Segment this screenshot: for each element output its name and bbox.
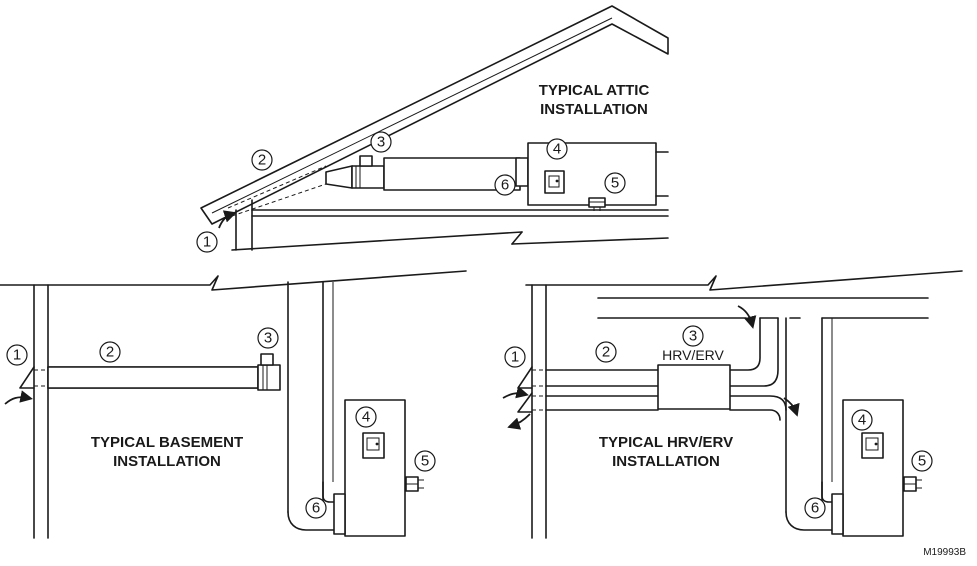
svg-text:4: 4 [362,409,370,426]
attic-callout-1: 1 [196,231,218,253]
basement-callout-2: 2 [99,341,121,363]
svg-text:5: 5 [421,453,429,470]
hrv-callout-2: 2 [595,341,617,363]
hrv-callout-1: 1 [504,346,526,368]
hrv-supply-arrow [737,305,757,329]
svg-text:1: 1 [13,347,21,364]
basement-title-line2: INSTALLATION [113,453,221,470]
basement-panel: TYPICAL BASEMENT INSTALLATION 1 2 3 4 5 … [0,270,467,539]
hrv-callout-5: 5 [911,450,933,472]
attic-title-line2: INSTALLATION [540,101,648,118]
figure-code: M19993B [923,547,966,558]
basement-inflow-arrow [4,390,33,405]
attic-damper-motor [588,197,606,211]
svg-text:6: 6 [501,177,509,194]
svg-text:1: 1 [511,349,519,366]
attic-callout-2: 2 [251,149,273,171]
attic-title-line1: TYPICAL ATTIC [539,82,650,99]
svg-text:2: 2 [258,152,266,169]
svg-text:3: 3 [264,330,272,347]
attic-callout-4: 4 [546,138,568,160]
svg-text:5: 5 [611,175,619,192]
attic-inflow-arrow [218,210,237,229]
attic-callout-5: 5 [604,172,626,194]
svg-text:5: 5 [918,453,926,470]
hrv-unit-label: HRV/ERV [662,347,724,363]
svg-text:2: 2 [602,344,610,361]
basement-wall-hood [19,366,48,389]
attic-roof [200,5,669,225]
basement-title-line1: TYPICAL BASEMENT [91,434,243,451]
hrv-outflow-arrow [507,413,531,430]
hrv-unit [657,364,731,410]
hrv-structure [525,270,963,539]
hrv-callout-6: 6 [804,497,826,519]
attic-callout-3: 3 [370,131,392,153]
attic-callout-6: 6 [494,174,516,196]
basement-structure [0,270,467,539]
svg-text:3: 3 [377,134,385,151]
svg-text:1: 1 [203,234,211,251]
hrv-panel: HRV/ERV TYPICAL HRV/ERV INSTALLATION 1 2… [502,270,963,539]
svg-text:6: 6 [811,500,819,517]
basement-duct [47,353,281,391]
hrv-inflow-arrow [502,386,529,399]
attic-structure [231,199,669,251]
basement-damper-motor [405,476,424,492]
svg-text:4: 4 [553,141,561,158]
svg-text:6: 6 [312,500,320,517]
hrv-damper-motor [903,476,922,492]
hrv-title-line2: INSTALLATION [612,453,720,470]
svg-text:3: 3 [689,328,697,345]
basement-callout-3: 3 [257,327,279,349]
attic-panel: TYPICAL ATTIC INSTALLATION 1 2 3 4 5 6 [196,5,669,253]
attic-duct [227,155,529,217]
svg-text:4: 4 [858,412,866,429]
basement-callout-1: 1 [6,344,28,366]
hrv-return-arrow [783,397,800,417]
hrv-ducts [545,317,787,421]
hrv-callout-3: 3 [682,325,704,347]
hrv-title-line1: TYPICAL HRV/ERV [599,434,733,451]
hrv-callout-4: 4 [851,409,873,431]
svg-text:2: 2 [106,344,114,361]
basement-callout-6: 6 [305,497,327,519]
basement-callout-4: 4 [355,406,377,428]
basement-callout-5: 5 [414,450,436,472]
basement-furnace [333,399,406,537]
